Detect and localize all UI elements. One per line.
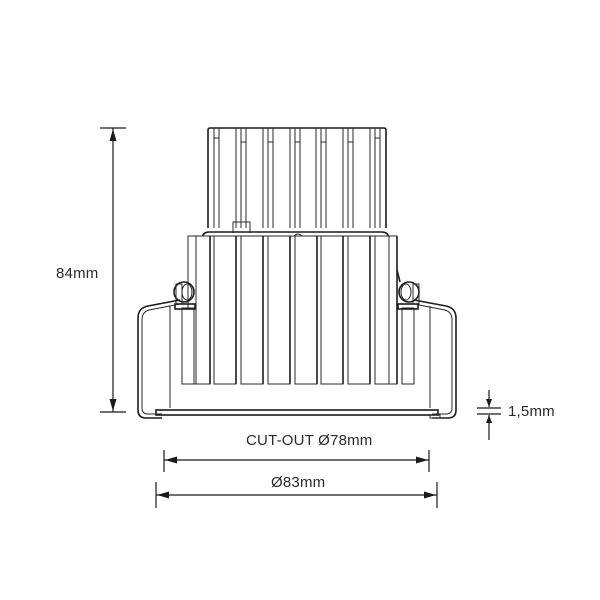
outer-diameter-label: Ø83mm [271, 474, 326, 491]
bezel-flange [155, 409, 441, 419]
lower-fins [169, 235, 431, 408]
spring-clip-left [137, 281, 196, 419]
thickness-label: 1,5mm [508, 403, 555, 420]
height-dimension [100, 127, 126, 413]
outer-diameter-dimension [155, 482, 438, 508]
height-label: 84mm [56, 265, 99, 282]
cutout-label: CUT-OUT Ø78mm [246, 432, 373, 449]
cutout-dimension [163, 450, 430, 472]
spring-clip-right [397, 281, 457, 419]
heatsink [207, 127, 387, 233]
thickness-dimension [477, 390, 501, 440]
